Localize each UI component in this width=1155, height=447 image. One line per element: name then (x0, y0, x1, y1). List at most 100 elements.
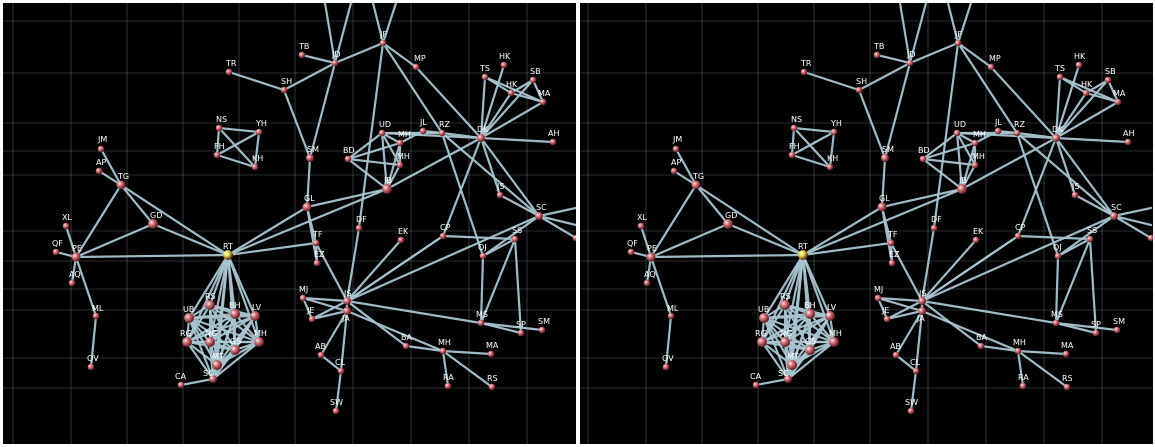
node-je[interactable] (308, 315, 316, 323)
node-mh3[interactable] (439, 347, 447, 355)
node-hk1[interactable] (1075, 61, 1083, 69)
node-ts[interactable] (481, 73, 489, 81)
node-js[interactable] (1071, 191, 1079, 199)
node-mj[interactable] (299, 294, 307, 302)
node-jf[interactable] (379, 39, 387, 47)
node-je[interactable] (883, 315, 891, 323)
node-sm[interactable] (881, 154, 889, 162)
node-yh[interactable] (255, 128, 263, 136)
node-qv[interactable] (87, 363, 95, 371)
node-sc[interactable] (535, 212, 543, 220)
node-ml[interactable] (92, 312, 100, 320)
node-rs2[interactable] (1063, 383, 1071, 391)
node-gd[interactable] (723, 219, 733, 229)
node-tb[interactable] (873, 51, 881, 59)
node-sm[interactable] (306, 154, 314, 162)
node-tf[interactable] (312, 239, 320, 247)
node-ss[interactable] (1086, 235, 1094, 243)
node-sw[interactable] (907, 407, 915, 415)
node-jl[interactable] (994, 127, 1002, 135)
node-lv[interactable] (250, 311, 260, 321)
node-cl[interactable] (912, 367, 920, 375)
node-sb[interactable] (1104, 76, 1112, 84)
node-qf[interactable] (52, 248, 60, 256)
node-kh[interactable] (251, 163, 259, 171)
node-ja[interactable] (343, 307, 351, 315)
node-tr[interactable] (800, 68, 808, 76)
node-js[interactable] (496, 191, 504, 199)
node-ba[interactable] (402, 342, 410, 350)
node-jb[interactable] (957, 184, 967, 194)
node-ss[interactable] (511, 235, 519, 243)
node-sp[interactable] (1092, 329, 1100, 337)
node-so[interactable] (209, 375, 217, 383)
node-ba[interactable] (977, 342, 985, 350)
node-tf[interactable] (887, 239, 895, 247)
node-ns[interactable] (790, 124, 798, 132)
node-aq[interactable] (68, 279, 76, 287)
node-mh2[interactable] (971, 161, 979, 169)
node-ns[interactable] (215, 124, 223, 132)
node-ma2[interactable] (487, 350, 495, 358)
node-sm2[interactable] (1113, 326, 1121, 334)
node-ud[interactable] (953, 129, 961, 137)
node-ma2[interactable] (1062, 350, 1070, 358)
node-cp[interactable] (1014, 232, 1022, 240)
node-sw[interactable] (332, 407, 340, 415)
node-lv[interactable] (825, 311, 835, 321)
node-pe[interactable] (646, 252, 656, 262)
node-dk[interactable] (1052, 134, 1060, 142)
node-jm[interactable] (672, 145, 680, 153)
node-cp[interactable] (439, 232, 447, 240)
node-ca[interactable] (752, 381, 760, 389)
node-sb[interactable] (529, 76, 537, 84)
node-ms[interactable] (477, 319, 485, 327)
node-kh[interactable] (826, 163, 834, 171)
node-jf[interactable] (954, 39, 962, 47)
node-hk2[interactable] (507, 89, 515, 97)
node-rz[interactable] (438, 129, 446, 137)
node-cl[interactable] (337, 367, 345, 375)
node-ma1[interactable] (1114, 98, 1122, 106)
node-mt[interactable] (212, 360, 222, 370)
node-ek[interactable] (972, 236, 980, 244)
node-dk[interactable] (477, 134, 485, 142)
node-ek[interactable] (397, 236, 405, 244)
node-gs[interactable] (805, 345, 815, 355)
node-mj[interactable] (874, 294, 882, 302)
node-df[interactable] (930, 224, 938, 232)
node-mh2[interactable] (396, 161, 404, 169)
node-ah[interactable] (1124, 138, 1132, 146)
node-mt[interactable] (787, 360, 797, 370)
node-ab[interactable] (892, 351, 900, 359)
node-ap[interactable] (670, 167, 678, 175)
node-sh[interactable] (855, 86, 863, 94)
node-ja[interactable] (918, 307, 926, 315)
node-tg[interactable] (691, 180, 701, 190)
node-en[interactable] (1147, 234, 1153, 242)
node-gs[interactable] (230, 345, 240, 355)
node-jd[interactable] (331, 59, 339, 67)
node-mh4[interactable] (829, 337, 839, 347)
node-tb[interactable] (298, 51, 306, 59)
node-mh3[interactable] (1014, 347, 1022, 355)
node-ca[interactable] (177, 381, 185, 389)
node-js2[interactable] (343, 297, 351, 305)
node-rt[interactable] (223, 250, 233, 260)
node-oj[interactable] (479, 252, 487, 260)
node-aq[interactable] (643, 279, 651, 287)
node-ng[interactable] (780, 337, 790, 347)
node-qv[interactable] (662, 363, 670, 371)
node-sh[interactable] (280, 86, 288, 94)
node-fh[interactable] (213, 151, 221, 159)
node-tr[interactable] (225, 68, 233, 76)
node-mh1[interactable] (396, 139, 404, 147)
node-ub[interactable] (184, 313, 194, 323)
node-bh[interactable] (805, 309, 815, 319)
node-hk2[interactable] (1082, 89, 1090, 97)
node-mp[interactable] (987, 63, 995, 71)
node-ah[interactable] (549, 138, 557, 146)
node-en[interactable] (572, 234, 576, 242)
node-tg[interactable] (116, 180, 126, 190)
